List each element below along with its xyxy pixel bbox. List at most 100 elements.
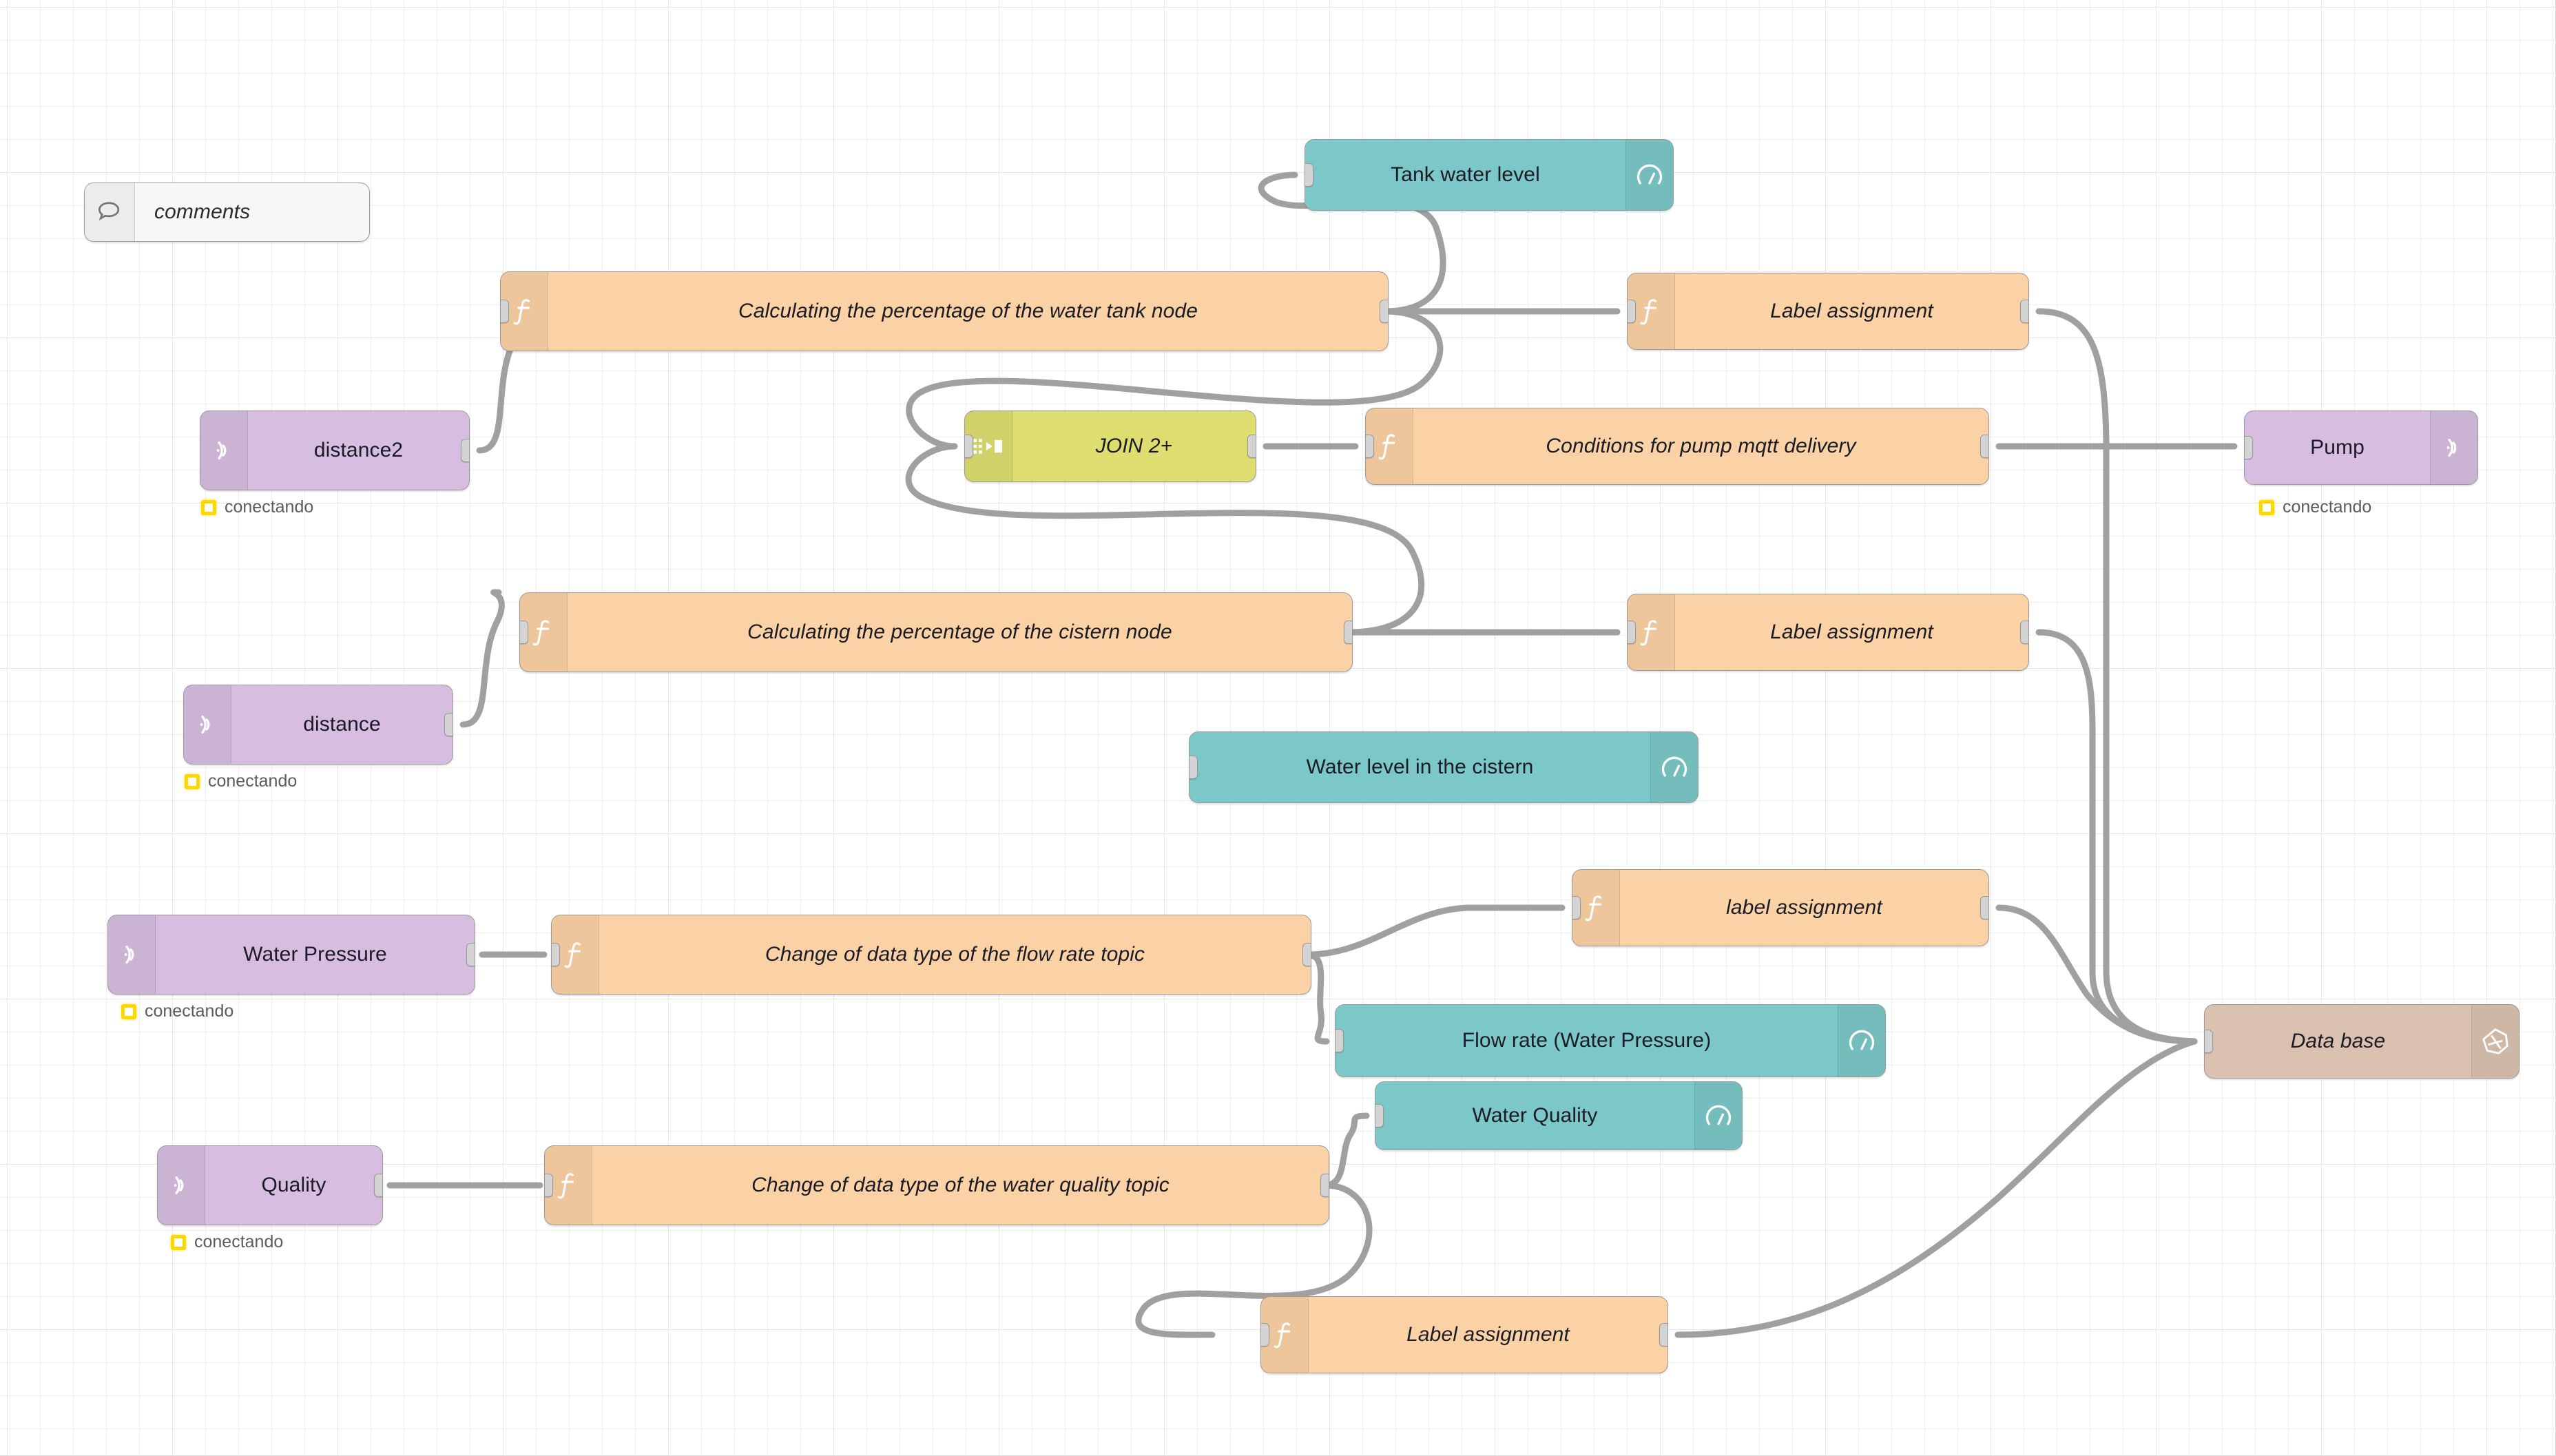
status-badge: [201, 499, 216, 515]
output-port[interactable]: [2020, 621, 2028, 644]
output-port[interactable]: [1659, 1323, 1667, 1346]
node-quality[interactable]: Quality: [157, 1145, 383, 1225]
input-port[interactable]: [2245, 436, 2253, 459]
output-port[interactable]: [1980, 435, 1988, 458]
wire-distance-to-cistern-fn: [459, 589, 505, 728]
node-label: Pump: [2310, 436, 2365, 459]
node-label: Water level in the cistern: [1306, 756, 1534, 778]
node-fn-label-assignment-quality[interactable]: Label assignment: [1260, 1296, 1668, 1373]
node-gauge-quality[interactable]: Water Quality: [1375, 1081, 1743, 1150]
node-gauge-tank[interactable]: Tank water level: [1305, 139, 1674, 211]
input-port[interactable]: [965, 435, 973, 458]
input-port[interactable]: [1336, 1029, 1344, 1052]
status-label: conectando: [2283, 497, 2372, 517]
wire-label-quality-to-db: [1674, 1038, 2198, 1338]
node-fn-quality-type[interactable]: Change of data type of the water quality…: [544, 1145, 1329, 1225]
node-join[interactable]: JOIN 2+: [964, 410, 1256, 482]
node-database[interactable]: Data base: [2204, 1004, 2519, 1079]
output-port[interactable]: [1320, 1174, 1329, 1197]
node-label: Tank water level: [1391, 163, 1540, 186]
status-quality: conectando: [171, 1232, 283, 1252]
input-port[interactable]: [552, 943, 560, 966]
node-fn-label-assignment-flow[interactable]: label assignment: [1572, 869, 1989, 946]
input-port[interactable]: [1305, 163, 1313, 187]
status-badge: [171, 1234, 186, 1250]
input-port[interactable]: [2205, 1030, 2213, 1053]
node-distance2[interactable]: distance2: [200, 410, 470, 490]
node-label: Label assignment: [1770, 621, 1933, 643]
wire-label-cistern-to-db: [2035, 629, 2198, 1045]
comment-node[interactable]: comments: [84, 183, 370, 242]
node-label: Change of data type of the flow rate top…: [765, 943, 1145, 966]
output-port[interactable]: [466, 943, 475, 966]
mqtt-signal-icon: [158, 1146, 205, 1225]
output-port[interactable]: [444, 713, 453, 736]
input-port[interactable]: [1261, 1323, 1269, 1346]
status-badge: [185, 773, 200, 789]
node-label: Water Pressure: [243, 943, 387, 966]
input-port[interactable]: [1628, 621, 1636, 644]
input-port[interactable]: [1628, 300, 1636, 323]
node-label: Change of data type of the water quality…: [751, 1174, 1170, 1196]
node-distance[interactable]: distance: [183, 685, 453, 765]
node-label: label assignment: [1726, 896, 1882, 919]
node-fn-tank-percentage[interactable]: Calculating the percentage of the water …: [500, 271, 1389, 351]
node-label: Label assignment: [1770, 300, 1933, 322]
wire-flow-fn-to-label: [1304, 904, 1566, 958]
wire-quality-fn-to-gauge: [1322, 1112, 1370, 1189]
output-port[interactable]: [1247, 435, 1256, 458]
output-port[interactable]: [1302, 943, 1311, 966]
status-distance: conectando: [185, 771, 297, 791]
output-port[interactable]: [1344, 621, 1352, 644]
output-port[interactable]: [2020, 300, 2028, 323]
node-pump[interactable]: Pump: [2244, 410, 2478, 485]
node-label: Calculating the percentage of the water …: [738, 300, 1198, 322]
comment-text: comments: [154, 200, 251, 223]
gauge-icon: [1838, 1005, 1885, 1077]
mqtt-signal-icon: [108, 915, 156, 994]
node-fn-flow-type[interactable]: Change of data type of the flow rate top…: [551, 915, 1311, 995]
gauge-icon: [1694, 1082, 1742, 1150]
output-port[interactable]: [1380, 300, 1388, 323]
node-water-pressure[interactable]: Water Pressure: [107, 915, 475, 995]
node-label: distance2: [313, 439, 404, 461]
influxdb-polygon-icon: [2471, 1005, 2519, 1078]
status-water-pressure: conectando: [121, 1001, 233, 1021]
node-label: Label assignment: [1406, 1323, 1570, 1346]
mqtt-signal-icon: [200, 411, 248, 490]
gauge-icon: [1625, 140, 1673, 210]
wire-label-tank-to-db: [2035, 308, 2198, 1045]
node-label: Calculating the percentage of the cister…: [747, 621, 1172, 643]
output-port[interactable]: [1980, 896, 1988, 919]
node-label: Quality: [261, 1174, 326, 1196]
input-port[interactable]: [1189, 756, 1198, 779]
node-gauge-cistern[interactable]: Water level in the cistern: [1189, 731, 1698, 803]
node-fn-label-assignment-cistern[interactable]: Label assignment: [1627, 594, 2029, 671]
comment-bubble-icon: [85, 183, 135, 241]
output-port[interactable]: [374, 1174, 382, 1197]
input-port[interactable]: [520, 621, 528, 644]
mqtt-signal-icon: [2430, 411, 2477, 484]
mqtt-signal-icon: [184, 685, 231, 764]
input-port[interactable]: [1375, 1104, 1384, 1127]
node-label: distance: [303, 713, 381, 736]
node-label: Water Quality: [1472, 1104, 1598, 1127]
node-gauge-flow[interactable]: Flow rate (Water Pressure): [1335, 1004, 1886, 1077]
input-port[interactable]: [545, 1174, 553, 1197]
input-port[interactable]: [1366, 435, 1374, 458]
status-label: conectando: [225, 497, 314, 517]
node-label: JOIN 2+: [1095, 435, 1173, 457]
input-port[interactable]: [501, 300, 509, 323]
status-label: conectando: [208, 771, 298, 791]
input-port[interactable]: [1572, 896, 1581, 919]
wire-label-flow-to-db: [1995, 904, 2198, 1045]
status-badge: [2259, 499, 2274, 515]
node-fn-cistern-percentage[interactable]: Calculating the percentage of the cister…: [519, 592, 1353, 672]
node-label: Conditions for pump mqtt delivery: [1546, 435, 1856, 457]
gauge-icon: [1650, 732, 1698, 802]
node-fn-pump-conditions[interactable]: Conditions for pump mqtt delivery: [1365, 408, 1989, 485]
output-port[interactable]: [461, 439, 469, 462]
node-fn-label-assignment-tank[interactable]: Label assignment: [1627, 273, 2029, 350]
status-label: conectando: [194, 1232, 284, 1251]
